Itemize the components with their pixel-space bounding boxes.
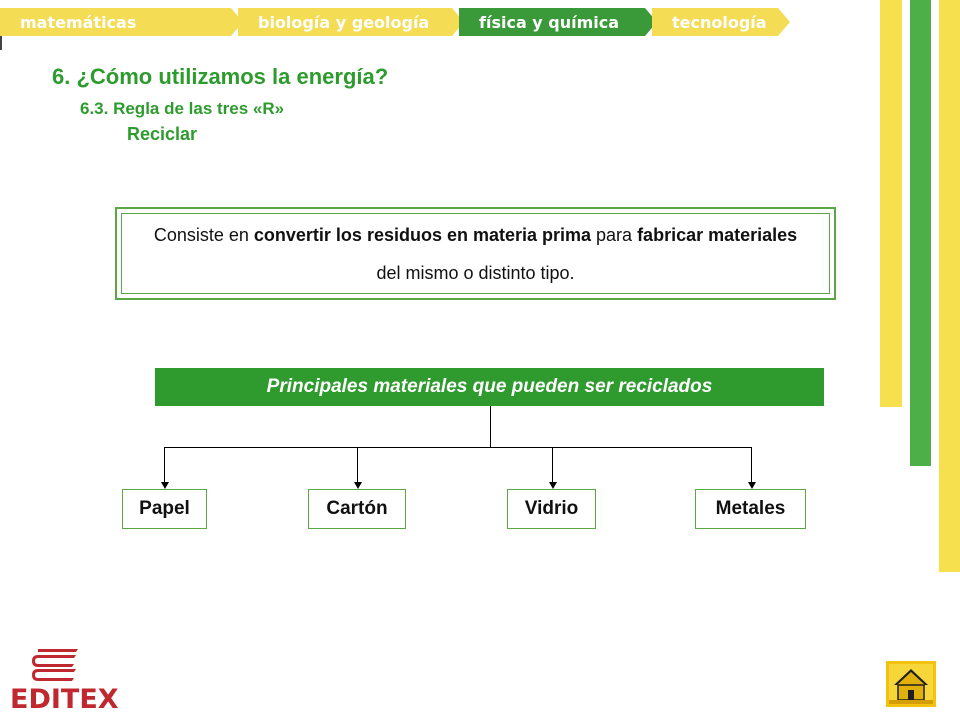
arrow-down-icon: [161, 482, 169, 489]
tree-trunk-line: [490, 406, 491, 447]
tab-label: matemáticas: [20, 12, 137, 32]
connector-metales: [751, 447, 752, 482]
definition-box: Consiste en convertir los residuos en ma…: [115, 207, 836, 300]
definition-part: del mismo o distinto tipo.: [376, 262, 575, 283]
arrow-down-icon: [748, 482, 756, 489]
decor-bar-green: [910, 0, 931, 466]
material-label: Papel: [139, 498, 190, 519]
editex-logo-text: EDITEX: [10, 684, 119, 715]
definition-part: para: [591, 224, 638, 245]
editex-logo-icon: [32, 649, 78, 681]
tab-label: tecnología: [672, 12, 767, 32]
tab-label: física y química: [479, 12, 620, 32]
tree-branch-line: [164, 447, 752, 448]
connector-papel: [164, 447, 165, 482]
tab-fisica-quimica[interactable]: física y química: [459, 8, 657, 36]
definition-text: Consiste en convertir los residuos en ma…: [121, 213, 830, 294]
materials-banner: Principales materiales que pueden ser re…: [155, 368, 824, 406]
material-label: Vidrio: [524, 498, 579, 519]
page-title: 6. ¿Cómo utilizamos la energía?: [52, 64, 389, 89]
definition-part: Consiste en: [153, 224, 254, 245]
tab-biologia-geologia[interactable]: biología y geología: [238, 8, 464, 36]
subject-tabs: matemáticas biología y geología física y…: [0, 8, 800, 42]
material-vidrio: Vidrio: [507, 489, 596, 529]
tab-label: biología y geología: [258, 12, 430, 32]
connector-carton: [357, 447, 358, 482]
material-label: Cartón: [326, 498, 388, 519]
section-title: 6.3. Regla de las tres «R»: [80, 99, 285, 118]
arrow-down-icon: [549, 482, 557, 489]
material-metales: Metales: [695, 489, 806, 529]
material-papel: Papel: [122, 489, 207, 529]
connector-vidrio: [552, 447, 553, 482]
decor-bar-yellow-1: [880, 0, 902, 407]
home-icon: [889, 664, 933, 704]
decor-bar-yellow-2: [939, 0, 960, 572]
material-carton: Cartón: [308, 489, 406, 529]
tab-matematicas[interactable]: matemáticas: [0, 8, 243, 36]
definition-emphasis: convertir los residuos en materia prima: [253, 224, 592, 245]
materials-banner-label: Principales materiales que pueden ser re…: [266, 376, 713, 397]
home-button[interactable]: [886, 661, 936, 707]
definition-emphasis: fabricar materiales: [637, 224, 798, 245]
subsection-title: Reciclar: [127, 124, 198, 144]
material-label: Metales: [715, 498, 786, 519]
tab-tecnologia[interactable]: tecnología: [652, 8, 790, 36]
arrow-down-icon: [354, 482, 362, 489]
